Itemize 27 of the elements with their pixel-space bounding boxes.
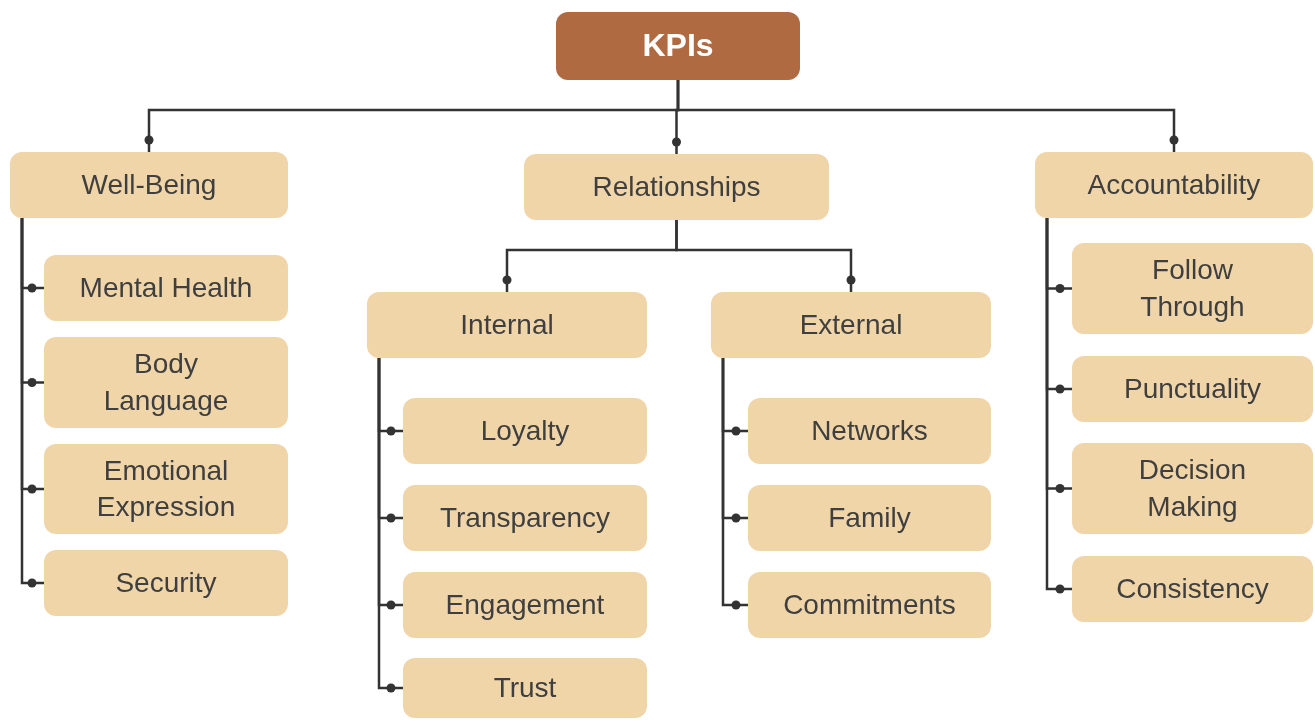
connector-line (675, 220, 856, 292)
category-box: Commitments (748, 572, 991, 638)
category-box: Punctuality (1072, 356, 1313, 422)
connector-line (377, 358, 403, 693)
category-box: Decision Making (1072, 443, 1313, 534)
category-box: Accountability (1035, 152, 1313, 218)
category-box: Loyalty (403, 398, 647, 464)
connector-line (1045, 218, 1072, 594)
category-box: Networks (748, 398, 991, 464)
category-box: Follow Through (1072, 243, 1313, 334)
connector-line (676, 80, 1179, 152)
category-box: Family (748, 485, 991, 551)
category-box: Well-Being (10, 152, 288, 218)
category-box: Trust (403, 658, 647, 718)
root-box: KPIs (556, 12, 800, 80)
category-box: Consistency (1072, 556, 1313, 622)
category-box: Engagement (403, 572, 647, 638)
category-box: Mental Health (44, 255, 288, 321)
category-box: Security (44, 550, 288, 616)
category-box: External (711, 292, 991, 358)
connector-line (20, 218, 44, 588)
category-box: Relationships (524, 154, 829, 220)
category-box: Internal (367, 292, 647, 358)
category-box: Transparency (403, 485, 647, 551)
category-box: Emotional Expression (44, 444, 288, 534)
category-box: Body Language (44, 337, 288, 428)
connector-line (721, 358, 748, 610)
